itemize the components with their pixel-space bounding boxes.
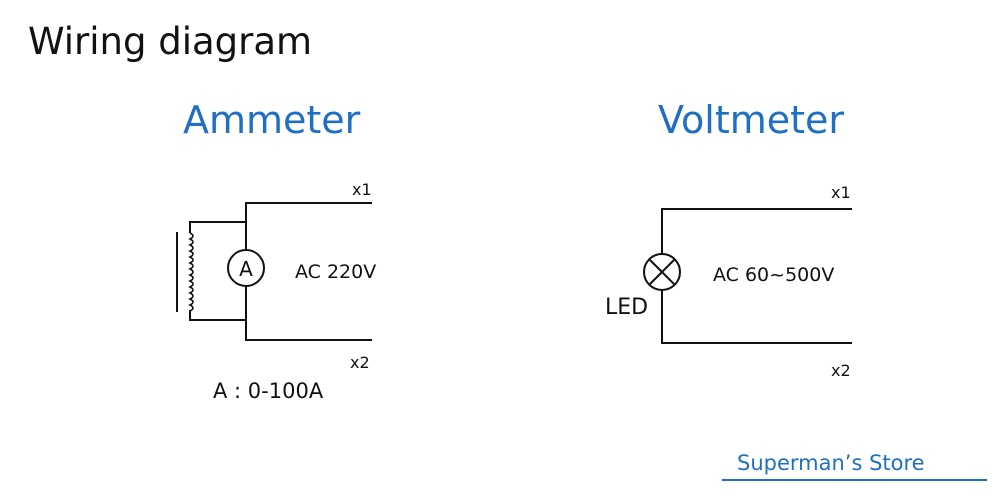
- ammeter-terminal-x1: x1: [352, 180, 372, 199]
- ammeter-range-label: A : 0-100A: [213, 379, 324, 403]
- voltmeter-title: Voltmeter: [658, 98, 845, 142]
- voltmeter-circuit: [643, 208, 852, 344]
- ammeter-meter-symbol: A: [239, 257, 253, 281]
- led-lamp-icon: [643, 253, 681, 291]
- ct-top-lead: [189, 221, 246, 233]
- page-title: Wiring diagram: [28, 20, 313, 63]
- ammeter-bottom-wire: [245, 286, 372, 341]
- voltmeter-top-wire: [661, 208, 852, 254]
- lamp-cross-b: [649, 259, 675, 285]
- voltmeter-supply-label: AC 60~500V: [713, 264, 834, 286]
- ammeter-title: Ammeter: [183, 98, 361, 142]
- ct-coil: [188, 232, 194, 313]
- ct-bottom-lead: [189, 310, 246, 321]
- ammeter-circuit: [176, 202, 372, 341]
- voltmeter-bottom-wire: [661, 290, 852, 344]
- voltmeter-terminal-x1: x1: [831, 183, 851, 202]
- ammeter-meter-icon: [227, 249, 265, 287]
- ammeter-supply-label: AC 220V: [295, 261, 376, 283]
- store-name: Superman’s Store: [737, 451, 925, 475]
- ammeter-terminal-x2: x2: [350, 353, 370, 372]
- voltmeter-terminal-x2: x2: [831, 361, 851, 380]
- ammeter-top-wire: [245, 202, 372, 250]
- voltmeter-led-label: LED: [605, 295, 648, 320]
- store-underline: [722, 479, 987, 481]
